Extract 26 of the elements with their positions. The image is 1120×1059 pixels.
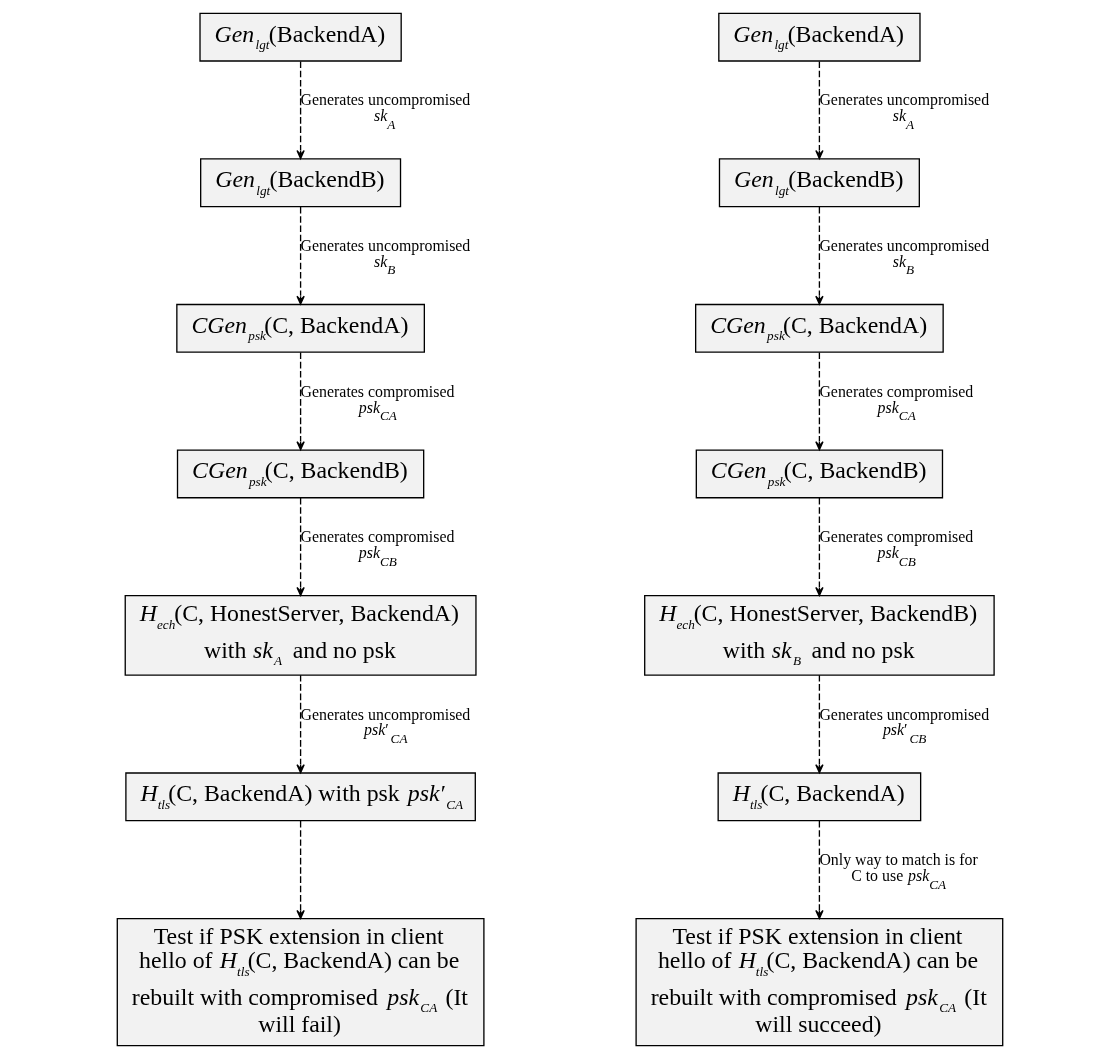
node-box: Gen$_{lgt}$(BackendA) <box>199 12 402 62</box>
node-box: H$_{ech}$(C, HonestServer, BackendA) with sk$_{A}$ and no psk <box>124 595 477 676</box>
arrow <box>296 820 305 920</box>
node-box: H$_{tls}$(C, BackendA) <box>717 772 922 822</box>
node-box: CGen$_{psk}$(C, BackendA) <box>176 303 425 353</box>
arrow <box>815 497 824 597</box>
node-box: Test if PSK extension in client hello of H$_{tls}$(C, BackendA) can be rebuilt with compromised psk$_{CA}$ (It will succeed) <box>635 917 1004 1047</box>
arrow <box>815 60 824 160</box>
arrow <box>296 60 305 160</box>
node-box: H$_{ech}$(C, HonestServer, BackendB) with sk$_{B}$ and no psk <box>644 595 995 676</box>
arrow <box>296 497 305 597</box>
node-box: H$_{tls}$(C, BackendA) with psk psk′$_{CA}$ <box>125 772 476 822</box>
arrow <box>296 351 305 451</box>
node-box: Gen$_{lgt}$(BackendA) <box>718 12 921 62</box>
node-box: Gen$_{lgt}$(BackendB) <box>718 158 920 208</box>
arrow <box>296 206 305 305</box>
node-box: Gen$_{lgt}$(BackendB) <box>200 158 402 208</box>
arrow <box>815 820 824 920</box>
arrow <box>815 674 824 774</box>
node-box: CGen$_{psk}$(C, BackendB) <box>695 449 944 499</box>
node-box: CGen$_{psk}$(C, BackendB) <box>176 449 425 499</box>
arrow <box>815 351 824 451</box>
node-box: CGen$_{psk}$(C, BackendA) <box>695 303 944 353</box>
node-box: Test if PSK extension in client hello of H$_{tls}$(C, BackendA) can be rebuilt with compromised psk$_{CA}$ (It will fail) <box>116 917 485 1047</box>
arrow <box>296 674 305 774</box>
arrow <box>815 206 824 305</box>
